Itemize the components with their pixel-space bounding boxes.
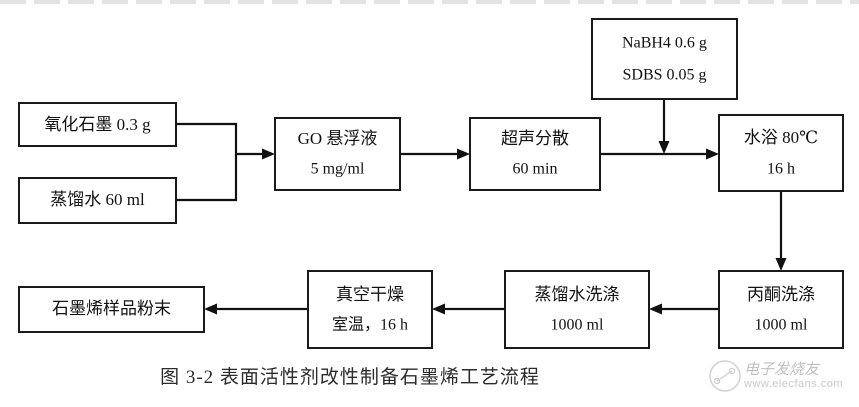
arrowhead-to-water-bath [706, 148, 719, 160]
node-graphite-oxide-label: 氧化石墨 0.3 g [44, 115, 151, 134]
arrowhead-to-vacuum-dry [432, 303, 445, 315]
node-reagents[interactable]: NaBH4 0.6 g SDBS 0.05 g [591, 18, 738, 100]
connector-layer [176, 99, 787, 315]
watermark-url: www.elecfans.com [744, 378, 844, 390]
node-go-suspension-label: GO 悬浮液 [298, 129, 378, 148]
node-reagents-box [591, 18, 738, 100]
node-distilled-water[interactable]: 蒸馏水 60 ml [18, 177, 177, 224]
node-acetone-wash-sublabel: 1000 ml [755, 317, 808, 334]
node-go-suspension-sublabel: 5 mg/ml [311, 161, 365, 178]
node-go-suspension-box [274, 117, 401, 191]
node-water-bath-box [718, 114, 844, 192]
arrowhead-to-ultrasonic [457, 148, 470, 160]
node-acetone-wash-label: 丙酮洗涤 [747, 285, 815, 304]
node-vacuum-drying-label: 真空干燥 [336, 285, 404, 304]
arrowhead-reagents-down [658, 141, 670, 154]
arrowhead-to-go-suspension [262, 148, 275, 160]
node-graphene-product[interactable]: 石墨烯样品粉末 [18, 286, 205, 333]
arrowhead-to-water-wash [649, 303, 662, 315]
node-distilled-water-wash-label: 蒸馏水洗涤 [535, 285, 620, 304]
node-water-bath-sublabel: 16 h [767, 161, 795, 178]
node-distilled-water-label: 蒸馏水 60 ml [50, 190, 145, 209]
watermark-brand: 电子发烧友 [744, 362, 820, 378]
node-ultrasonic-dispersion-label: 超声分散 [501, 129, 569, 148]
node-reagents-sublabel: SDBS 0.05 g [622, 67, 706, 84]
node-distilled-water-wash[interactable]: 蒸馏水洗涤 1000 ml [504, 270, 650, 349]
node-go-suspension[interactable]: GO 悬浮液 5 mg/ml [274, 117, 401, 191]
arrowhead-to-acetone-wash [775, 258, 787, 271]
node-ultrasonic-dispersion[interactable]: 超声分散 60 min [469, 117, 601, 191]
node-graphite-oxide-box [18, 102, 177, 147]
connector-distilled-water-to-merge [176, 157, 238, 202]
node-vacuum-drying[interactable]: 真空干燥 室温，16 h [307, 270, 433, 349]
node-water-bath[interactable]: 水浴 80℃ 16 h [718, 114, 844, 192]
node-ultrasonic-dispersion-box [469, 117, 601, 191]
node-water-bath-label: 水浴 80℃ [744, 128, 818, 147]
node-vacuum-drying-box [307, 270, 433, 349]
elecfans-logo-icon [709, 360, 741, 392]
arrowhead-to-product [204, 303, 217, 315]
figure-caption: 图 3-2 表面活性剂改性制备石墨烯工艺流程 [160, 367, 540, 388]
node-acetone-wash-box [718, 270, 844, 349]
connector-graphite-oxide-to-merge [176, 122, 238, 157]
node-graphite-oxide[interactable]: 氧化石墨 0.3 g [18, 102, 177, 147]
node-acetone-wash[interactable]: 丙酮洗涤 1000 ml [718, 270, 844, 349]
node-reagents-label: NaBH4 0.6 g [622, 35, 707, 52]
node-ultrasonic-dispersion-sublabel: 60 min [513, 161, 558, 178]
node-distilled-water-wash-box [504, 270, 650, 349]
node-vacuum-drying-sublabel: 室温，16 h [332, 316, 408, 334]
node-distilled-water-box [18, 177, 177, 224]
scan-artifact-strip [0, 0, 859, 4]
watermark: 电子发烧友 www.elecfans.com [706, 356, 856, 402]
node-graphene-product-label: 石墨烯样品粉末 [52, 299, 171, 318]
node-graphene-product-box [18, 286, 205, 333]
node-distilled-water-wash-sublabel: 1000 ml [551, 317, 604, 334]
